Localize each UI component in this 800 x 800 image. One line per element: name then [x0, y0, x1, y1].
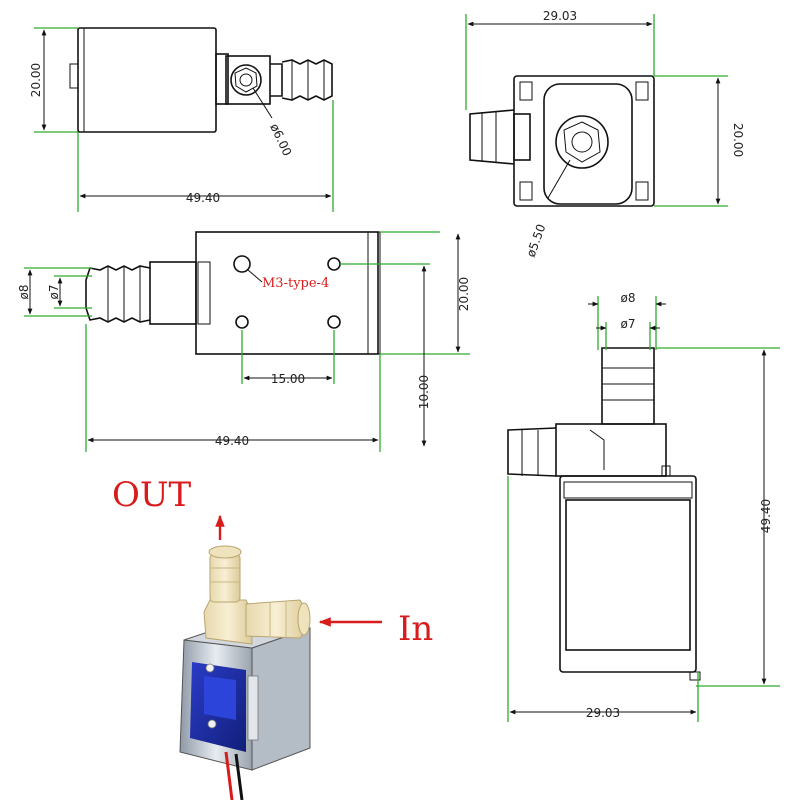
front-outer-dia-label: ø8 — [17, 285, 31, 300]
side-height-label: 20.00 — [731, 123, 745, 157]
top-port-label: ø6.00 — [267, 121, 294, 158]
valve-photo: OUT In — [112, 475, 433, 800]
front-hole-spacing-label: 15.00 — [271, 372, 305, 386]
right-inner-dia-label: ø7 — [621, 317, 636, 331]
in-label: In — [398, 609, 433, 649]
right-outer-dia-label: ø8 — [621, 291, 636, 305]
front-height-label: 20.00 — [457, 277, 471, 311]
view-top: 20.00 49.40 ø6.00 — [29, 27, 334, 212]
top-height-label: 20.00 — [29, 63, 43, 97]
view-right: ø8 ø7 49.40 29.03 — [507, 291, 780, 722]
right-height-label: 49.40 — [759, 499, 773, 533]
right-width-label: 29.03 — [586, 706, 620, 720]
top-width-label: 49.40 — [186, 191, 220, 205]
side-width-label: 29.03 — [543, 9, 577, 23]
side-port-label: ø5.50 — [524, 222, 549, 259]
out-label: OUT — [112, 475, 192, 515]
front-width-label: 49.40 — [215, 434, 249, 448]
front-hole-height-label: 10.00 — [417, 375, 431, 409]
thread-label: M3-type-4 — [262, 276, 329, 291]
view-side: 29.03 20.00 ø5.50 — [465, 9, 745, 259]
view-front: ø8 ø7 15.00 20.00 10.00 49.40 M3-type-4 — [17, 231, 471, 452]
front-inner-dia-label: ø7 — [47, 285, 61, 300]
